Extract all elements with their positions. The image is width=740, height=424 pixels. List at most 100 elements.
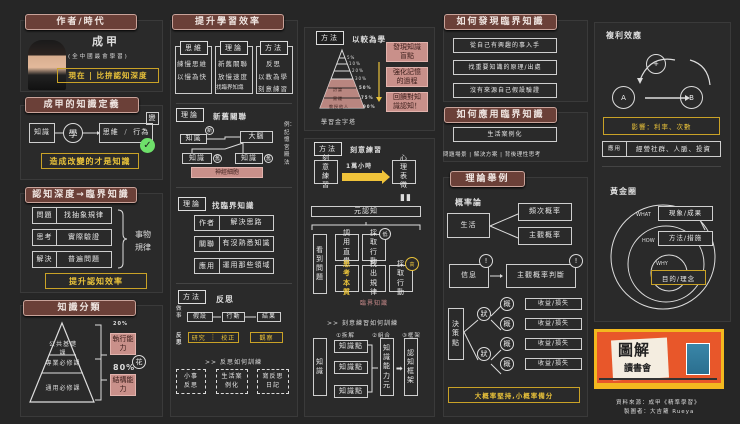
act-high-box: 採取行動 — [389, 260, 413, 296]
new-circle: 新 — [205, 126, 214, 135]
depth-row-2: 思考 實際驗證 — [32, 229, 112, 246]
step-frame: ③框架 — [402, 333, 421, 339]
state-circle: 狀 — [477, 347, 491, 361]
pyramid-caption: 學習金字塔 — [321, 119, 357, 126]
pct-80: 80% — [113, 363, 136, 372]
what-label: WHAT — [636, 212, 651, 218]
right-arrow-icon — [342, 170, 390, 184]
cognitive-frame-box: 認知框架 — [404, 338, 418, 396]
decision-box: 決策點 — [448, 308, 464, 360]
knowledge-box: 知識 — [29, 123, 55, 143]
probability-title: 概率論 — [455, 198, 482, 207]
apply-caption: 問題場景 | 解決方案 | 背後理性思考 — [443, 152, 541, 158]
observe-box: 觀察 — [250, 332, 283, 343]
step-hypothesis: 假設 — [187, 312, 213, 322]
knowledge-box: 知識 — [180, 134, 207, 144]
author-tab: 作者/時代 — [25, 14, 137, 30]
learning-pyramid — [319, 48, 365, 109]
arrow-right-icon: ➡ — [396, 364, 404, 373]
do-label: 做事 — [176, 306, 182, 319]
how-box: 方法/措施 — [658, 231, 713, 246]
bracket-icon — [95, 324, 107, 401]
why-box: 目的/理念 — [651, 270, 706, 285]
depth-row-1: 問題 找抽象規律 — [32, 207, 112, 224]
reflect-title: 反思 — [216, 295, 234, 304]
find-box: 找出規律 — [362, 260, 386, 296]
compound-effect: 影響：利率、次數 — [603, 117, 720, 135]
b-circle: B — [680, 86, 703, 109]
benefit-2: 強化記憶的過程 — [386, 67, 428, 87]
critical-caption: 臨界知識 — [360, 300, 389, 307]
discover-item: 沒有來源自己假設驗證 — [453, 83, 557, 98]
depth-side-label: 事物規律 — [135, 230, 151, 252]
golden-title: 黃金圈 — [610, 187, 637, 196]
level-public: 公共基礎課 — [48, 341, 77, 357]
efficiency-panel — [170, 20, 298, 417]
info-box: 信息 — [449, 264, 489, 288]
step-result: 結果 — [257, 312, 281, 322]
theory-title: 新舊關聯 — [213, 112, 247, 121]
pyr-pct: 10% — [349, 61, 361, 66]
discover-panel — [443, 20, 588, 102]
bracket-icon — [368, 344, 378, 393]
teach-label: 方法 — [316, 31, 344, 45]
banner-subtitle: 讀書會 — [624, 364, 652, 374]
why-label: WHY — [656, 261, 668, 267]
banner-title: 圖解 — [618, 341, 651, 359]
efficiency-tab: 提升學習效率 — [172, 14, 284, 30]
step-combine: ②組合 — [372, 333, 391, 339]
low-circle: 低 — [379, 228, 391, 240]
judge-box: 主觀概率判斷 — [506, 264, 576, 288]
depth-tab: 認知深度→臨界知識 — [25, 187, 137, 203]
benefit-1: 發現知識盲點 — [386, 42, 428, 62]
arrow-icon — [213, 316, 256, 318]
learn-circle: 學 — [63, 123, 83, 143]
prob-circle: 概 — [500, 357, 514, 371]
old-circle: 舊 — [264, 154, 273, 163]
training-diary: 寫反思日記 — [257, 369, 289, 394]
execute-box: 執行能力 — [110, 333, 136, 355]
critical-row-3: 應用運用那些領域 — [194, 258, 274, 274]
author-subtitle: (全中國最會學習) — [68, 54, 129, 60]
critical-label: 理論 — [178, 197, 206, 211]
col-item: 新舊關聯 — [218, 60, 248, 68]
pyr-pct: 50% — [359, 85, 372, 90]
plus-circle: + — [646, 54, 666, 74]
probability-conclusion: 大概率堅持,小概率備分 — [448, 387, 580, 403]
pyr-level: 討論 — [333, 87, 343, 92]
checkmark-icon: ✓ — [140, 138, 155, 153]
think-box: 思考本質 — [335, 260, 359, 296]
book-club-banner[interactable]: 圖解 讀書會 — [594, 329, 724, 389]
banner-strip — [599, 378, 717, 380]
prob-circle: 概 — [500, 317, 514, 331]
apply-tab: 如何應用臨界知識 — [444, 107, 557, 123]
golden-circles — [610, 204, 716, 310]
old-circle: 舊 — [213, 154, 222, 163]
col-head-method: 方法 — [260, 41, 288, 55]
teach-title: 以較為學 — [352, 35, 386, 44]
meta-box: 元認知 — [311, 206, 421, 217]
deliberate-panel — [304, 138, 435, 417]
how-label: HOW — [642, 238, 655, 244]
brain-box: 大腦 — [240, 131, 273, 143]
book-cover-icon — [686, 343, 710, 375]
practice-box: 刻意練習 — [314, 154, 338, 189]
pyr-level: 實踐 — [333, 96, 343, 101]
definition-conclusion: 造成改變的才是知識 — [41, 153, 139, 169]
col-item: 刻意練習 — [258, 85, 288, 93]
apply-item: 生活案例化 — [453, 127, 557, 142]
discover-item: 找重要知識的原理/出處 — [453, 60, 557, 75]
compound-title: 複利效應 — [606, 31, 642, 40]
definition-tab: 成甲的知識定義 — [25, 97, 139, 113]
down-arrow-icon — [376, 62, 382, 102]
knowledge-pyramid — [29, 321, 95, 403]
life-box: 生活 — [447, 213, 490, 238]
knowledge-box: 知識 — [235, 153, 263, 164]
deliberate-title: 刻意練習 — [350, 146, 382, 154]
example-note: 例：記憶宮殿法 — [284, 122, 296, 166]
col-head-theory: 理論 — [220, 41, 248, 55]
step-action: 行動 — [222, 312, 245, 322]
freq-prob-box: 頻次概率 — [518, 203, 572, 221]
reflect-how: >> 反思如何訓練 — [205, 359, 262, 366]
outcome-box: 收益/損失 — [525, 358, 582, 370]
